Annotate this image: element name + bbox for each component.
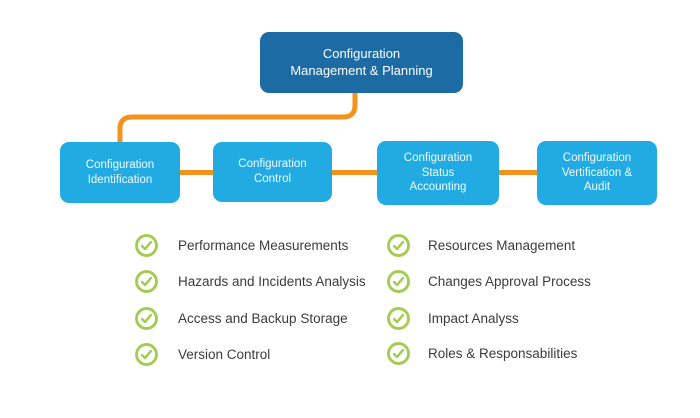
list-item-label: Performance Measurements [178,238,349,253]
node-configuration-identification: Configuration Identification [60,142,180,203]
list-item-label: Resources Management [428,238,576,253]
node-label: Configuration Identification [85,158,155,186]
list-item: Impact Analyss [386,306,519,331]
node-label: Configuration Management & Planning [290,45,433,78]
list-item-label: Hazards and Incidents Analysis [178,274,366,289]
check-circle-icon [387,234,410,257]
node-configuration-management-planning: Configuration Management & Planning [260,32,463,93]
list-item-label: Changes Approval Process [428,274,591,289]
check-circle-icon [135,343,158,366]
list-item: Roles & Responsabilities [386,341,577,366]
list-item: Access and Backup Storage [134,306,348,331]
list-item-label: Roles & Responsabilities [428,346,578,361]
node-label: Configuration Status Accounting [403,151,473,194]
check-circle-icon [135,234,158,257]
check-circle-icon [387,307,410,330]
list-item: Performance Measurements [134,233,348,258]
list-item: Resources Management [386,233,575,258]
check-circle-icon [135,307,158,330]
list-item-label: Access and Backup Storage [178,311,348,326]
list-item-label: Impact Analyss [428,311,519,326]
node-label: Configuration Vertification & Audit [561,151,633,194]
check-circle-icon [135,270,158,293]
list-item-label: Version Control [178,347,271,362]
list-item: Changes Approval Process [386,269,591,294]
node-configuration-verification-audit: Configuration Vertification & Audit [537,141,657,205]
node-configuration-status-accounting: Configuration Status Accounting [377,141,499,205]
list-item: Version Control [134,342,270,367]
list-item: Hazards and Incidents Analysis [134,269,366,294]
connector-root-to-identification [117,92,358,143]
node-label: Configuration Control [238,158,307,185]
node-configuration-control: Configuration Control [213,142,332,202]
check-circle-icon [387,342,410,365]
check-circle-icon [387,270,410,293]
